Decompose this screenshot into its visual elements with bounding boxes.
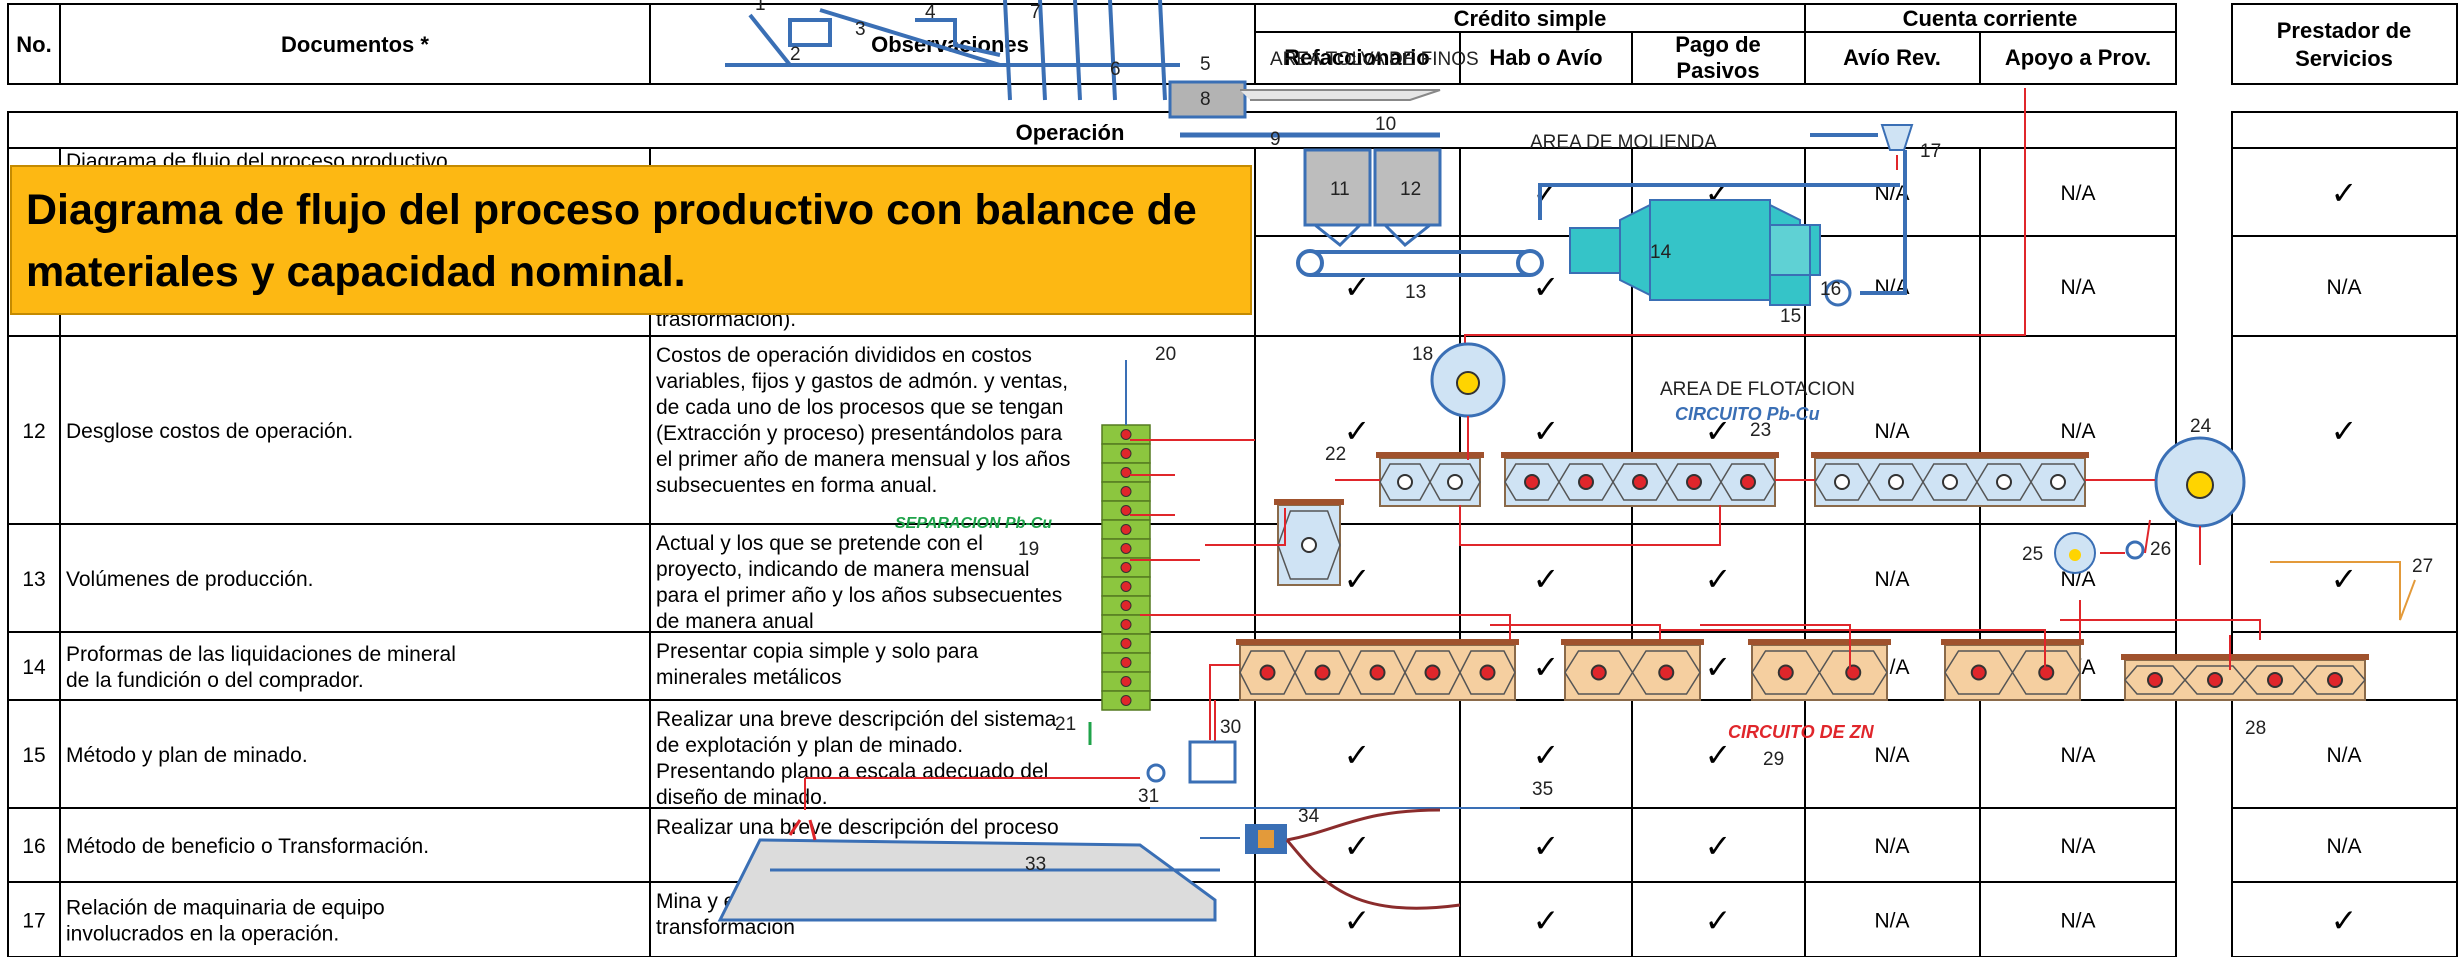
check-mark: ✓: [2331, 561, 2358, 597]
row-observation-text: subsecuentes en forma anual.: [656, 474, 937, 497]
row-observation-text: el primer año de manera mensual y los añ…: [656, 448, 1070, 471]
row-observation-text: de manera anual: [656, 610, 814, 633]
check-mark: ✓: [1705, 737, 1732, 773]
row-number: 15: [22, 744, 45, 767]
row-document-text: de la fundición o del comprador.: [66, 669, 364, 692]
row-observation-text: de cada uno de los procesos que se tenga…: [656, 396, 1063, 419]
row-number: 17: [22, 910, 45, 933]
na-mark: N/A: [2060, 420, 2095, 443]
banner-text: Diagrama de flujo del proceso productivo…: [26, 186, 1197, 296]
row-document-text: Método de beneficio o Transformación.: [66, 835, 429, 858]
row-document-text: Método y plan de minado.: [66, 744, 308, 767]
row-observation-text: variables, fijos y gastos de admón. y ve…: [656, 370, 1068, 393]
row-number: 13: [22, 568, 45, 591]
check-mark: ✓: [1344, 649, 1371, 685]
check-mark: ✓: [2331, 175, 2358, 211]
row-observation-text: para el primer año y los años subsecuent…: [656, 584, 1062, 607]
na-mark: N/A: [1874, 182, 1909, 205]
header-prestador-line2: Servicios: [2295, 46, 2393, 71]
row-observation-text: Actual y los que se pretende con el: [656, 532, 983, 555]
header-observaciones: Observaciones: [871, 32, 1029, 57]
row-document-text: Volúmenes de producción.: [66, 568, 314, 591]
header-apoyo-prov: Apoyo a Prov.: [2005, 45, 2151, 70]
header-pago-pasivos-line1: Pago de: [1675, 32, 1761, 57]
row-document-text: involucrados en la operación.: [66, 923, 339, 946]
na-mark: N/A: [2060, 910, 2095, 933]
check-mark: ✓: [1344, 903, 1371, 939]
row-document-text: Proformas de las liquidaciones de minera…: [66, 643, 456, 666]
row-observation-text: Costos de operación divididos en costos: [656, 344, 1032, 367]
check-mark: ✓: [2331, 903, 2358, 939]
na-mark: N/A: [1874, 420, 1909, 443]
section-title: Operación: [1016, 120, 1125, 145]
header-refaccionario: Refaccionario: [1284, 45, 1430, 70]
check-mark: ✓: [1533, 413, 1560, 449]
row-observation-text: proyecto, indicando de manera mensual: [656, 558, 1030, 581]
row-observation-text: de explotación y plan de minado.: [656, 734, 963, 757]
na-mark: N/A: [1874, 276, 1909, 299]
check-mark: ✓: [1344, 413, 1371, 449]
check-mark: ✓: [1705, 175, 1732, 211]
header-prestador-line1: Prestador de: [2277, 18, 2412, 43]
check-mark: ✓: [1344, 269, 1371, 305]
header-no: No.: [16, 32, 51, 57]
check-mark: ✓: [2331, 413, 2358, 449]
check-mark: ✓: [1533, 561, 1560, 597]
check-mark: ✓: [1533, 737, 1560, 773]
check-mark: ✓: [1344, 828, 1371, 864]
header-avio-rev: Avío Rev.: [1843, 45, 1941, 70]
na-mark: N/A: [1874, 568, 1909, 591]
header-pago-pasivos-line2: Pasivos: [1676, 58, 1759, 83]
na-mark: N/A: [2326, 744, 2361, 767]
row-document-text: Desglose costos de operación.: [66, 420, 353, 443]
check-mark: ✓: [1533, 828, 1560, 864]
row-observation-text: Presentando plano a escala adecuado del: [656, 760, 1048, 783]
na-mark: N/A: [2326, 835, 2361, 858]
row-number: 14: [22, 656, 46, 679]
check-mark: ✓: [1705, 649, 1732, 685]
na-mark: N/A: [2060, 182, 2095, 205]
row-observation-text: diseño de minado.: [656, 786, 828, 809]
check-mark: ✓: [1344, 561, 1371, 597]
check-mark: ✓: [1705, 903, 1732, 939]
check-mark: ✓: [1705, 828, 1732, 864]
row-observation-text: Realizar una breve descripción del siste…: [656, 708, 1057, 731]
na-mark: N/A: [2060, 276, 2095, 299]
check-mark: ✓: [1705, 561, 1732, 597]
check-mark: ✓: [1344, 737, 1371, 773]
check-mark: ✓: [1344, 175, 1371, 211]
na-mark: N/A: [1874, 835, 1909, 858]
check-mark: ✓: [1533, 175, 1560, 211]
na-mark: N/A: [2060, 656, 2095, 679]
check-mark: ✓: [1533, 903, 1560, 939]
row-observation-text: transformación: [656, 916, 795, 939]
row-number: 16: [22, 835, 45, 858]
header-credito-simple: Crédito simple: [1454, 6, 1607, 31]
na-mark: N/A: [2060, 744, 2095, 767]
header-documentos: Documentos *: [281, 32, 429, 57]
header-hab-avio: Hab o Avío: [1489, 45, 1602, 70]
row-observation-text: (Extracción y proceso) presentándolos pa…: [656, 422, 1063, 445]
row-observation-text: minerales metálicos: [656, 666, 842, 689]
row-observation-text: Realizar una breve descripción del proce…: [656, 816, 1059, 839]
na-mark: N/A: [2060, 568, 2095, 591]
na-mark: N/A: [2060, 835, 2095, 858]
highlight-banner: Diagrama de flujo del proceso productivo…: [10, 165, 1252, 315]
check-mark: ✓: [1705, 413, 1732, 449]
check-mark: ✓: [2331, 649, 2358, 685]
row-document-text: Relación de maquinaria de equipo: [66, 897, 385, 920]
check-mark: ✓: [1705, 269, 1732, 305]
check-mark: ✓: [1533, 649, 1560, 685]
header-cuenta-corriente: Cuenta corriente: [1903, 6, 2078, 31]
na-mark: N/A: [2326, 276, 2361, 299]
na-mark: N/A: [1874, 656, 1909, 679]
na-mark: N/A: [1874, 910, 1909, 933]
row-observation-text: Mina y en su caso planta de beneficio y/…: [656, 890, 1041, 913]
check-mark: ✓: [1533, 269, 1560, 305]
row-observation-text: Presentar copia simple y solo para: [656, 640, 978, 663]
row-number: 12: [22, 420, 45, 443]
na-mark: N/A: [1874, 744, 1909, 767]
